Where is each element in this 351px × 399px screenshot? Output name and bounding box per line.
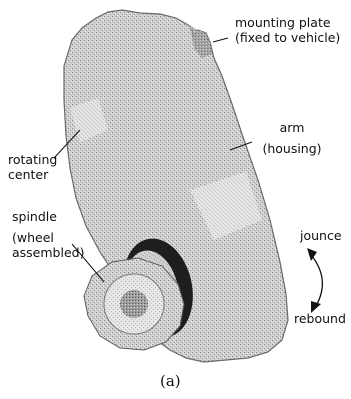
label-mounting-plate: mounting plate (fixed to vehicle) [235, 15, 340, 45]
leader-mounting-plate [213, 38, 228, 42]
label-spindle: spindle (wheel assembled) [12, 209, 84, 260]
jounce-arrowhead [307, 248, 317, 261]
label-rotating-center: rotating center [8, 152, 57, 182]
label-arm: arm (housing) [262, 120, 322, 156]
figure-caption: (a) [160, 372, 181, 390]
motion-arc [312, 256, 322, 306]
label-rebound: rebound [294, 311, 346, 326]
spindle-center [120, 290, 148, 318]
label-jounce: jounce [300, 228, 342, 243]
